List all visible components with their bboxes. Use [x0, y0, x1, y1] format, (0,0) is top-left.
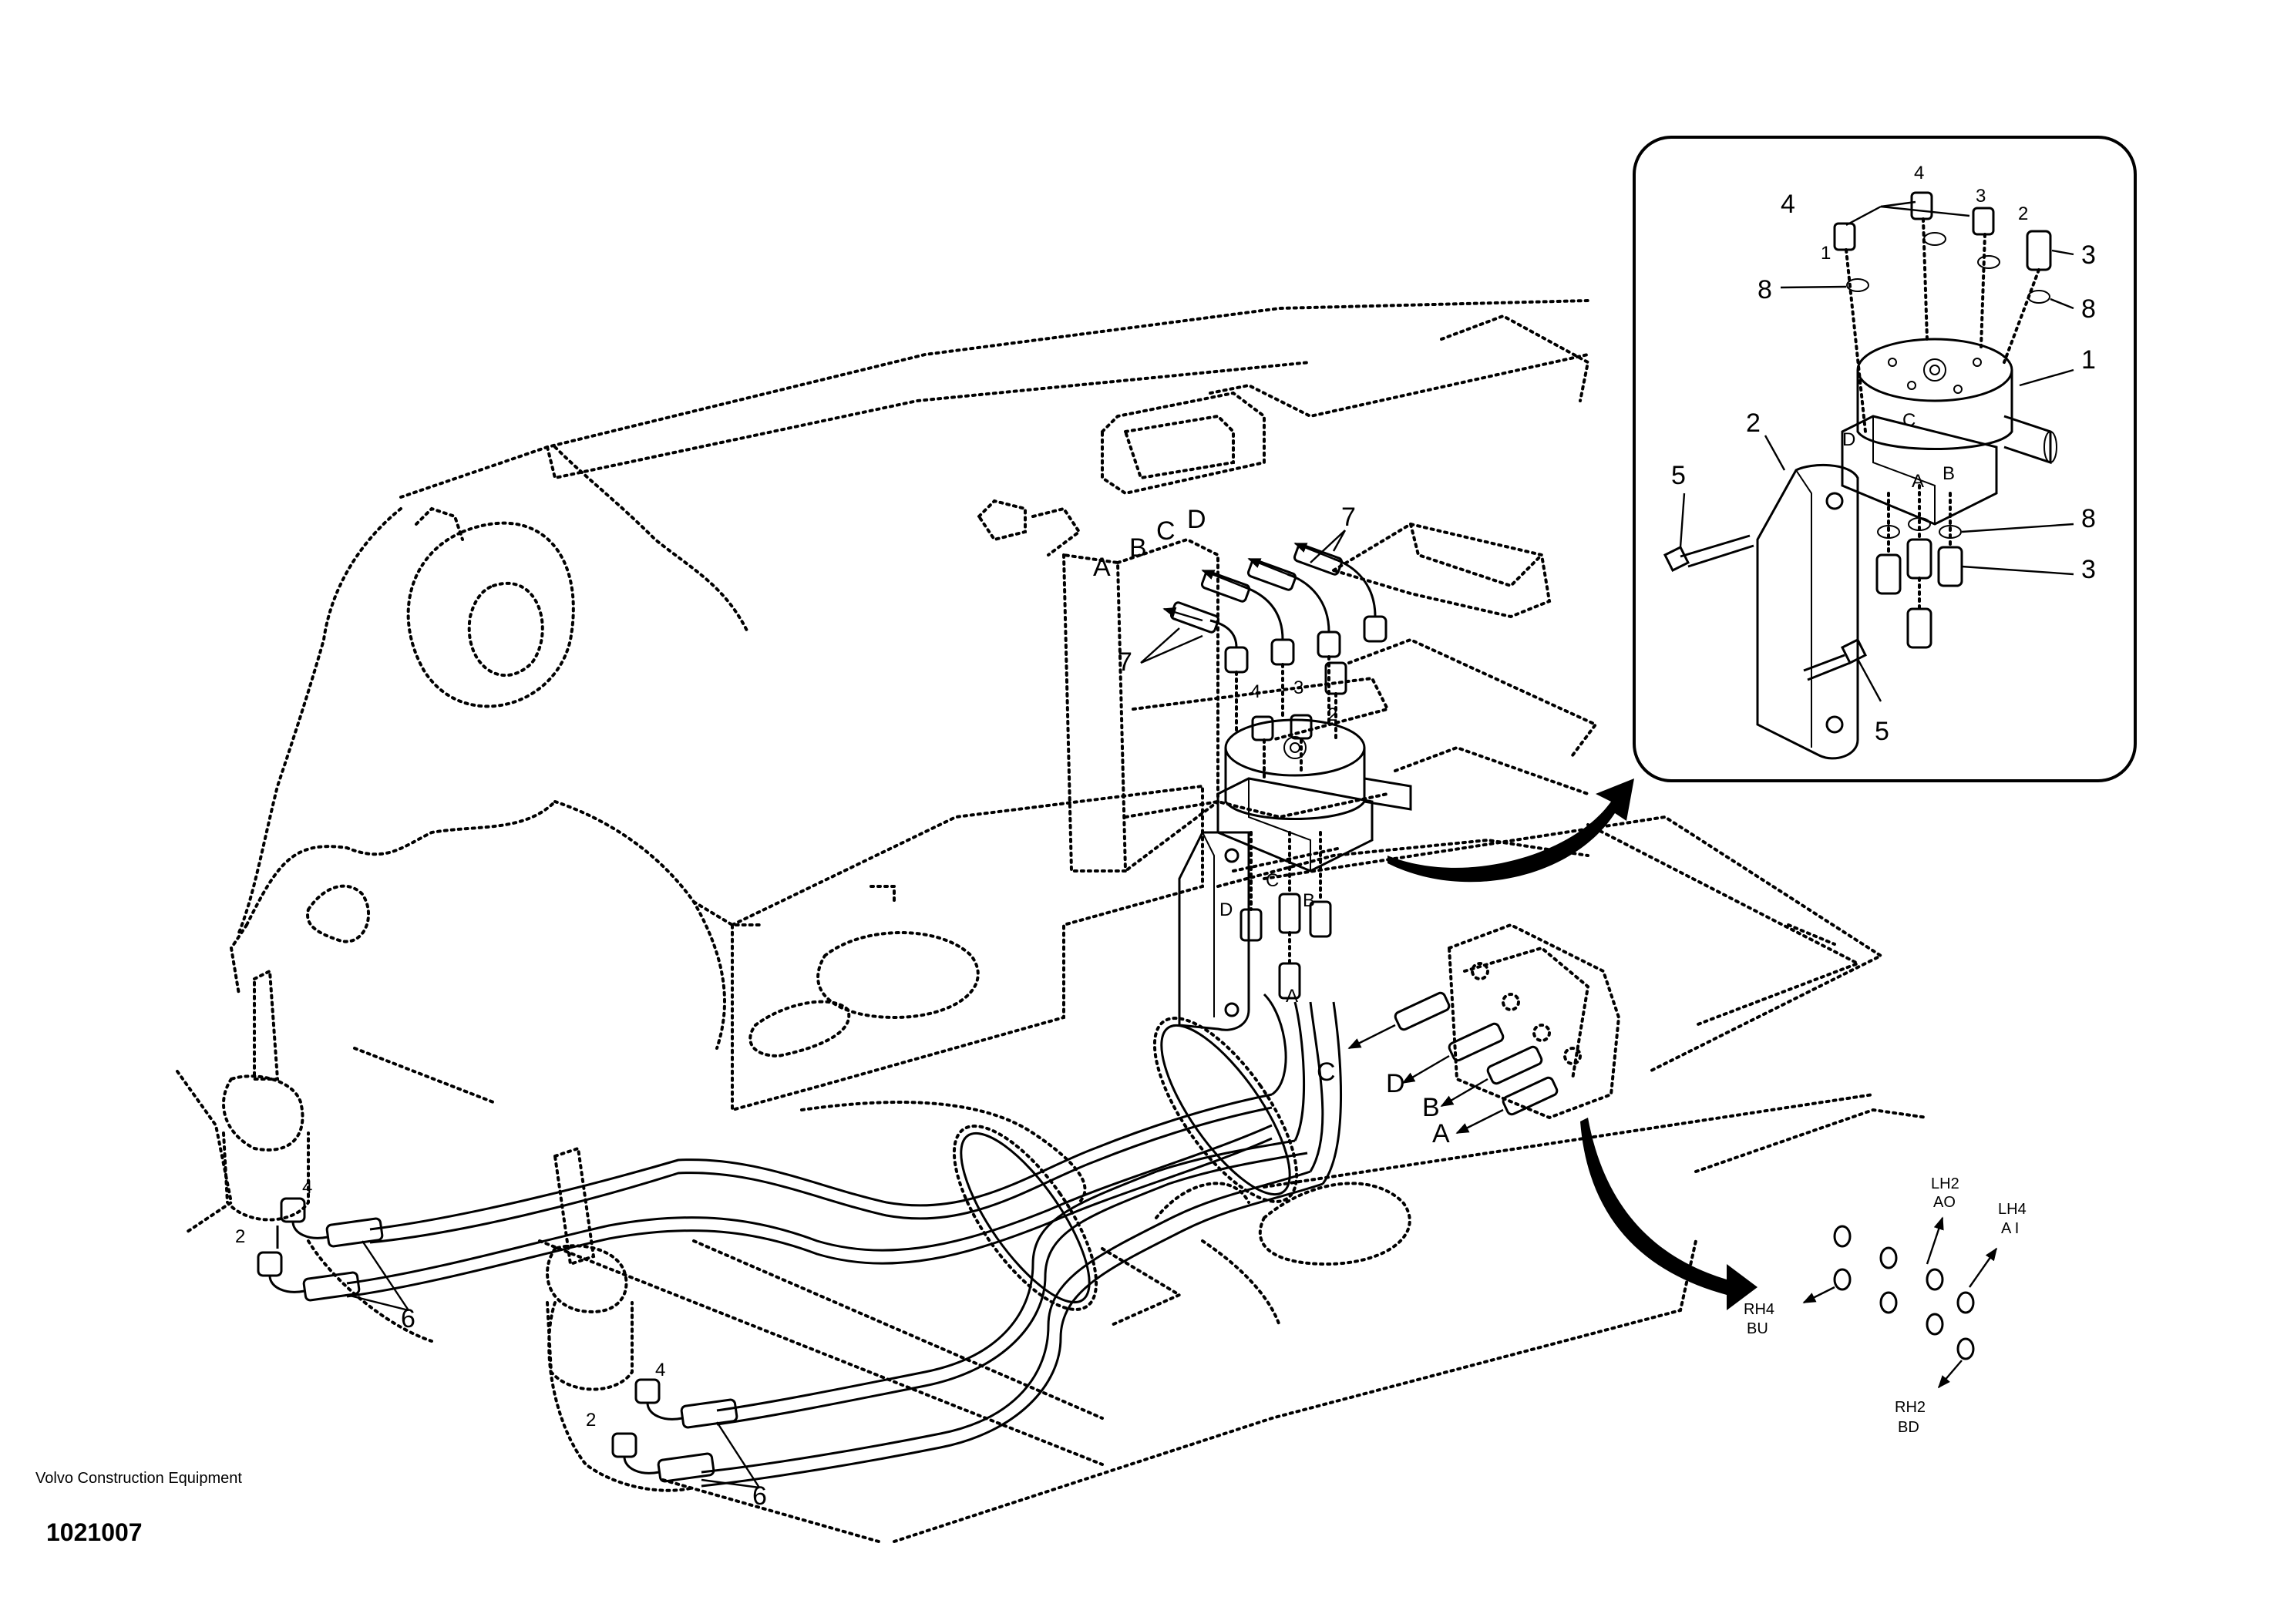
inset-port-b: B [1942, 463, 1955, 484]
inset-callout-leaders [1679, 200, 2074, 702]
port-code-rh4: RH4 [1744, 1301, 1774, 1318]
port-code-lh4: LH4 [1998, 1201, 2027, 1218]
left-joystick [222, 968, 310, 1249]
upper-port-a: A [1093, 553, 1111, 582]
port-code-bu: BU [1747, 1320, 1768, 1337]
valve-port-a: A [1432, 1119, 1450, 1148]
valve-port-c: C [1317, 1057, 1336, 1087]
inset-port-a: A [1912, 471, 1924, 492]
machine-frame [176, 299, 1929, 1543]
main-control-valve [1447, 923, 1621, 1120]
company-caption: Volvo Construction Equipment [35, 1470, 242, 1487]
center-port-c: C [1266, 870, 1279, 891]
center-port-a: A [1286, 986, 1298, 1007]
grommet-upper [1152, 1017, 1299, 1203]
figure-number: 1021007 [46, 1518, 143, 1546]
valve-port-fittings [1394, 991, 1559, 1116]
detail-inset [1633, 136, 2137, 782]
center-port-4: 4 [1250, 681, 1260, 702]
inset-port-d: D [1842, 429, 1855, 450]
inset-port-1: 1 [1821, 243, 1831, 264]
right-joystick-port-2: 2 [586, 1410, 596, 1431]
right-joystick [546, 1146, 634, 1391]
hose-bundle [346, 993, 1342, 1488]
center-port-2: 2 [1327, 704, 1337, 725]
callout-7-bottom: 7 [1118, 647, 1132, 677]
upper-port-b: B [1129, 533, 1147, 563]
port-arrows [1162, 542, 1504, 1135]
inset-callout-5-bottom: 5 [1875, 717, 1889, 746]
inset-callout-3-lower: 3 [2081, 555, 2096, 584]
port-code-ai: A I [2001, 1220, 2019, 1237]
shuttle-valve-assembly [1178, 661, 1412, 1031]
inset-callout-8-right: 8 [2081, 294, 2096, 324]
upper-port-c: C [1156, 516, 1176, 546]
port-code-bd: BD [1898, 1419, 1919, 1436]
right-joystick-port-4: 4 [655, 1360, 665, 1380]
inset-port-c: C [1902, 410, 1916, 431]
callout-labels: 7 7 6 6 4 2 4 2 4 3 2 A B C D D C B A C … [235, 503, 1450, 1511]
inset-port-2: 2 [2018, 203, 2028, 224]
callout-6-right: 6 [752, 1481, 767, 1511]
inset-callout-3-top: 3 [2081, 240, 2096, 270]
inset-callout-8-lower: 8 [2081, 504, 2096, 533]
port-code-lh2: LH2 [1931, 1175, 1959, 1192]
inset-frame [1633, 136, 2137, 782]
upper-hose-fittings [1169, 543, 1388, 734]
port-code-rh2: RH2 [1895, 1399, 1926, 1416]
callout-leaders [346, 530, 1347, 1489]
inset-callout-2: 2 [1746, 409, 1761, 438]
callout-7-top: 7 [1341, 503, 1356, 532]
inset-callout-8-left: 8 [1758, 275, 1772, 304]
inset-callout-4: 4 [1781, 190, 1795, 219]
left-joystick-fittings [257, 1197, 384, 1302]
inset-callout-1: 1 [2081, 345, 2096, 375]
left-joystick-port-2: 2 [235, 1226, 245, 1247]
inset-port-4: 4 [1914, 163, 1924, 183]
port-code-ao: AO [1933, 1194, 1956, 1211]
valve-port-b: B [1422, 1093, 1440, 1122]
inset-port-3: 3 [1976, 186, 1986, 207]
center-port-3: 3 [1293, 678, 1303, 698]
port-pattern [1802, 1216, 1997, 1389]
left-joystick-port-4: 4 [302, 1177, 312, 1198]
center-port-d: D [1219, 899, 1233, 920]
upper-port-d: D [1187, 505, 1206, 534]
inset-callout-5-left: 5 [1671, 461, 1686, 490]
port-code-labels: LH2 AO LH4 A I RH4 BU RH2 BD [1744, 1175, 2027, 1436]
inset-labels: 4 4 3 2 1 3 8 8 1 2 5 8 3 5 D C B A [1671, 163, 2096, 746]
valve-port-d: D [1386, 1069, 1405, 1098]
right-joystick-fittings [611, 1378, 738, 1483]
callout-6-left: 6 [401, 1304, 415, 1333]
grommet-lower [952, 1125, 1098, 1311]
center-port-b: B [1303, 890, 1315, 911]
detail-arrows [1388, 778, 1758, 1310]
